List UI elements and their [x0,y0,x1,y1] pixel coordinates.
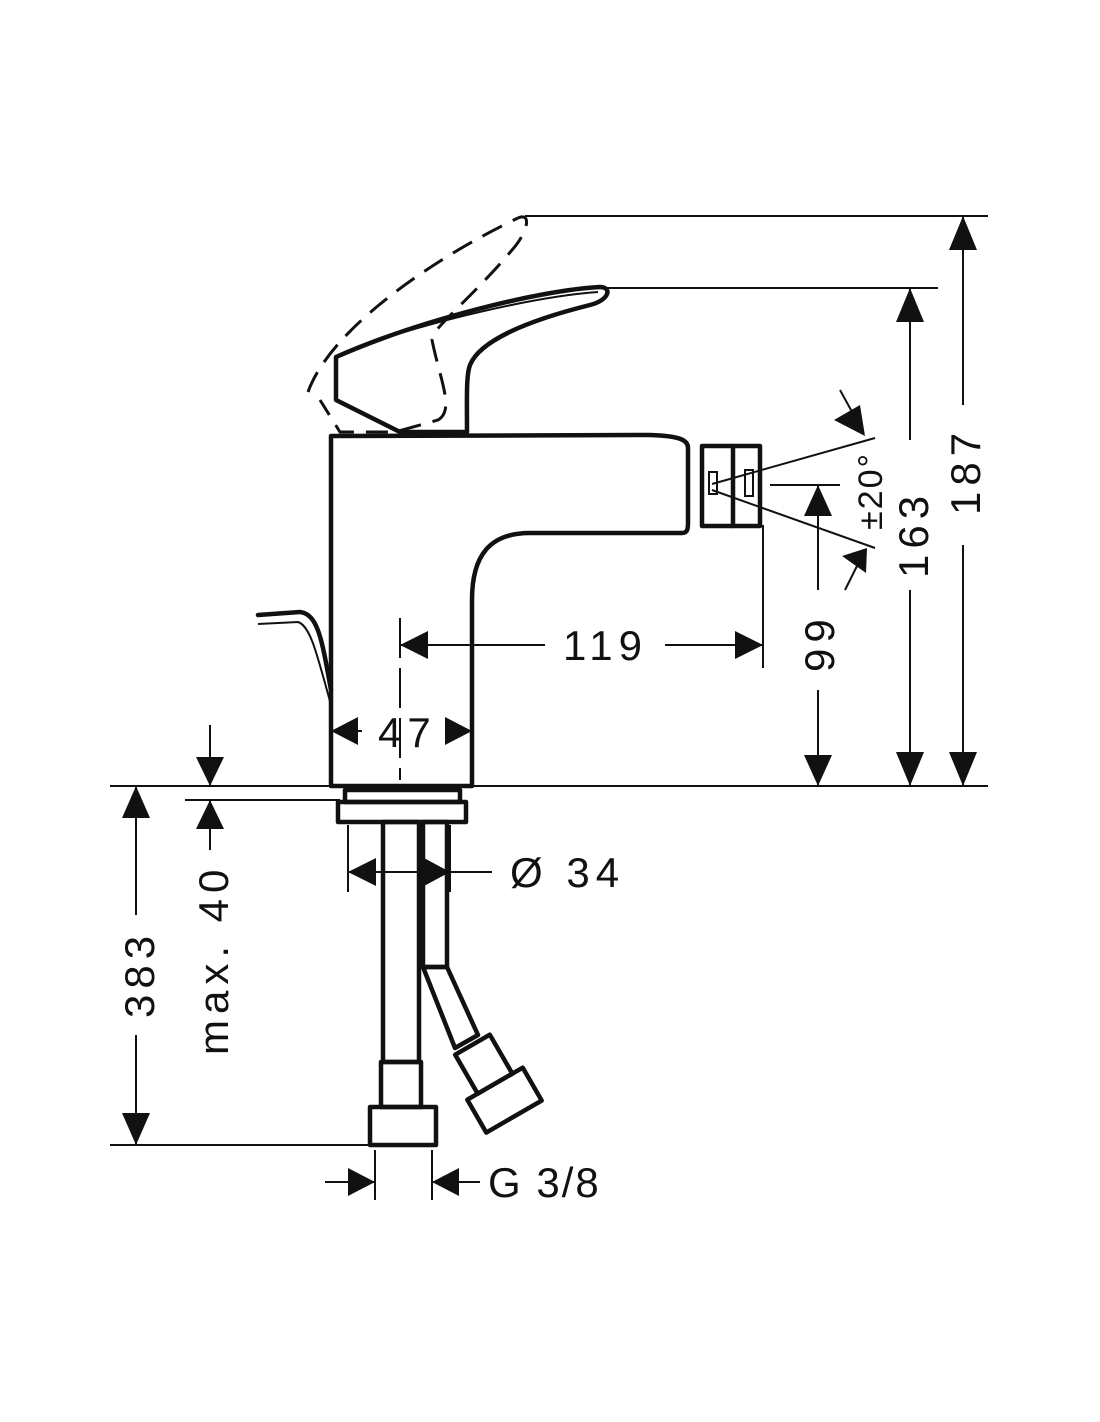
label-max40: max. 40 [190,864,237,1055]
raised-handle-outline [306,215,528,434]
dim-187: 187 [942,216,989,786]
label-163: 163 [890,490,937,578]
dim-thread: G 3/8 [325,1150,601,1206]
dim-diameter: Ø 34 [347,825,625,896]
supply-hoses [367,819,544,1148]
label-383: 383 [116,930,163,1018]
nut-left [367,1104,439,1148]
dim-119: 119 [400,622,763,669]
lever-handle [333,284,610,435]
label-diameter: Ø 34 [510,849,625,896]
popup-lever [255,609,334,693]
dim-163: 163 [890,288,937,786]
mounting-flange [335,787,469,825]
dim-angle: ±20° [834,389,890,591]
label-187: 187 [942,427,989,515]
label-47: 47 [378,709,437,756]
label-thread: G 3/8 [488,1159,601,1206]
dim-383: 383 [116,786,163,1145]
label-119: 119 [563,622,648,669]
label-angle: ±20° [852,452,890,530]
label-99: 99 [796,613,843,672]
dim-max40: max. 40 [190,725,237,1055]
dim-99: 99 [796,485,843,786]
bidet-nozzle [699,443,763,529]
mixer-body [328,432,691,789]
nut-right [465,1065,544,1135]
dim-47: 47 [331,709,472,756]
